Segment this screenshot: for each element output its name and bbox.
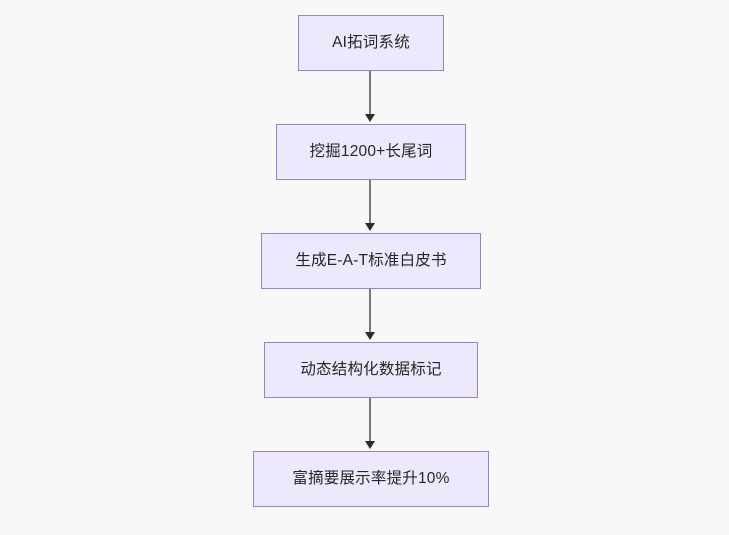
flow-edge-3 — [369, 289, 372, 334]
flow-node-label: 动态结构化数据标记 — [300, 360, 442, 378]
flow-node-label: AI拓词系统 — [332, 33, 410, 51]
flow-arrowhead-3 — [365, 332, 375, 340]
flow-node-generate-eat-whitepaper[interactable]: 生成E-A-T标准白皮书 — [261, 233, 481, 289]
flow-edge-2 — [369, 180, 372, 225]
flow-node-dynamic-structured-data-markup[interactable]: 动态结构化数据标记 — [264, 342, 478, 398]
flow-node-mine-longtail-keywords[interactable]: 挖掘1200+长尾词 — [276, 124, 466, 180]
flow-node-label: 挖掘1200+长尾词 — [309, 142, 433, 160]
flow-arrowhead-4 — [365, 441, 375, 449]
flow-node-label: 富摘要展示率提升10% — [292, 469, 450, 487]
flow-node-ai-keyword-system[interactable]: AI拓词系统 — [298, 15, 444, 71]
flow-node-rich-snippet-impression-lift[interactable]: 富摘要展示率提升10% — [253, 451, 489, 507]
flow-edge-4 — [369, 398, 372, 443]
flow-arrowhead-1 — [365, 114, 375, 122]
flow-node-label: 生成E-A-T标准白皮书 — [295, 251, 447, 269]
flow-edge-1 — [369, 71, 372, 116]
flow-arrowhead-2 — [365, 223, 375, 231]
